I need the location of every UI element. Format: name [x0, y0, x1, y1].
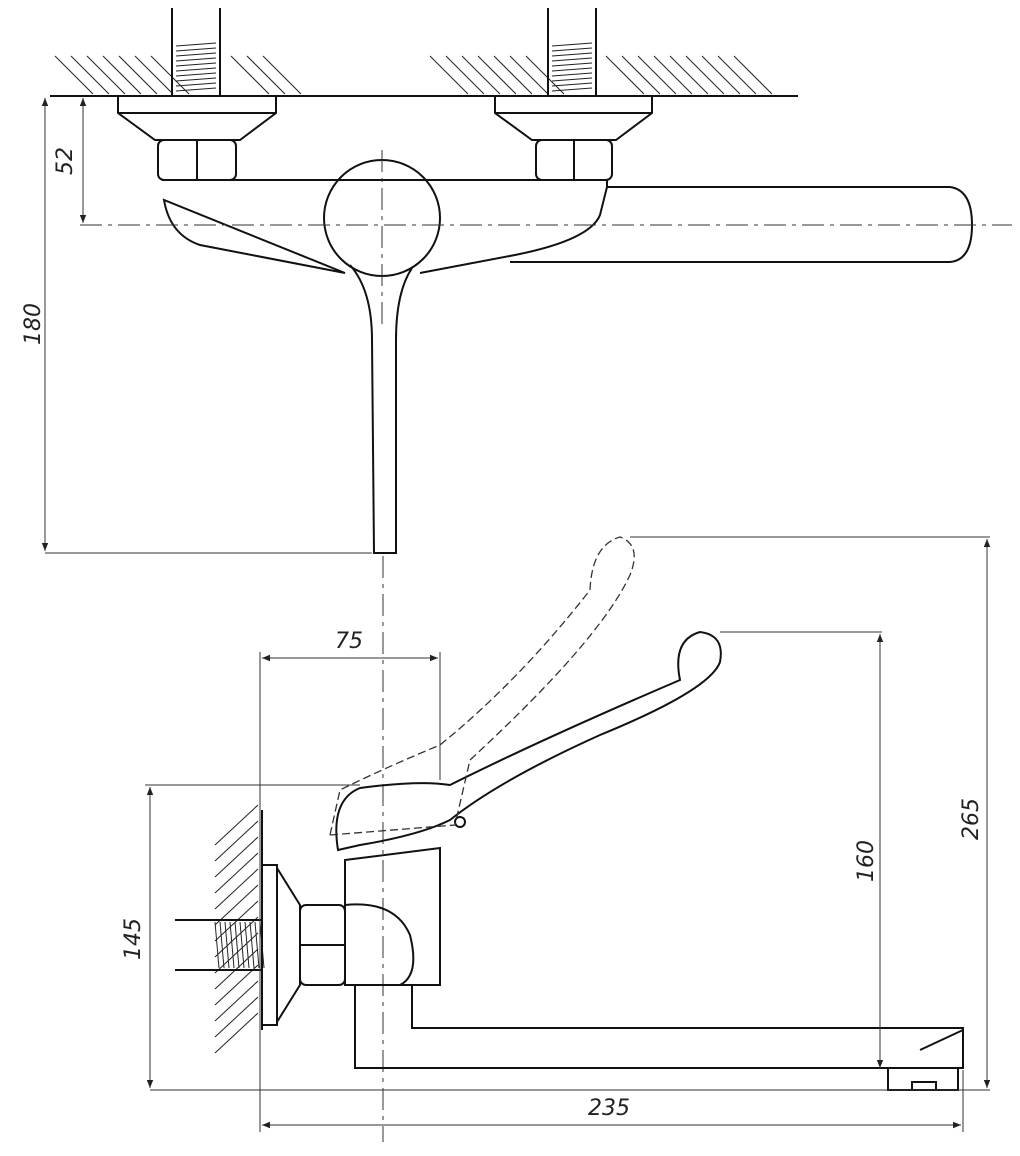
- hatch-line: [262, 55, 302, 95]
- nut-right: [535, 139, 613, 181]
- hatch-line: [214, 932, 259, 974]
- hatch-line: [230, 55, 270, 95]
- dim-label-265: 265: [959, 798, 984, 840]
- hatch-line: [150, 55, 190, 95]
- hatch-line: [70, 55, 110, 95]
- escutcheon-left: [117, 95, 277, 141]
- lever-top: [349, 264, 413, 554]
- hatch-line: [175, 77, 217, 82]
- hatch-line: [525, 55, 565, 95]
- hatch-line: [551, 62, 593, 67]
- hatch-line: [214, 921, 220, 969]
- spout-tip: [919, 1029, 964, 1051]
- hatch-line: [134, 55, 174, 95]
- dim-label-160: 160: [854, 840, 879, 882]
- hatch-line: [551, 42, 593, 47]
- hatch-line: [175, 57, 217, 62]
- hatch-line: [653, 55, 693, 95]
- dim-label-52: 52: [53, 147, 78, 175]
- hatch-line: [445, 55, 485, 95]
- hatch-line: [175, 67, 217, 72]
- hatch-line: [175, 47, 217, 52]
- hatch-line: [254, 921, 260, 969]
- supply-pipe-left: [171, 8, 221, 96]
- supply-pipe-side: [175, 919, 262, 971]
- hatch-line: [102, 55, 142, 95]
- hatch-line: [224, 921, 230, 969]
- hatch-line: [509, 55, 549, 95]
- lever-raised-phantom: [329, 536, 635, 836]
- escutcheon-right: [494, 95, 653, 141]
- hatch-line: [175, 82, 217, 87]
- body-curve: [344, 903, 415, 986]
- hatch-line: [214, 836, 259, 878]
- hatch-line: [244, 921, 250, 969]
- hatch-line: [214, 964, 259, 1006]
- hatch-line: [551, 77, 593, 82]
- hatch-line: [175, 62, 217, 67]
- hatch-line: [701, 55, 741, 95]
- hatch-line: [175, 87, 217, 92]
- hatch-line: [551, 52, 593, 57]
- hatch-line: [214, 980, 259, 1022]
- hatch-line: [249, 921, 255, 969]
- hatch-line: [214, 804, 259, 846]
- hatch-line: [621, 55, 661, 95]
- dim-label-75: 75: [335, 629, 363, 654]
- hatch-line: [685, 55, 725, 95]
- hatch-line: [219, 921, 225, 969]
- hatch-line: [239, 921, 245, 969]
- nut-side: [299, 904, 346, 986]
- hatch-line: [86, 55, 126, 95]
- hatch-line: [429, 55, 469, 95]
- hatch-line: [551, 47, 593, 52]
- dim-label-145: 145: [121, 918, 146, 960]
- hatch-line: [118, 55, 158, 95]
- hatch-line: [175, 72, 217, 77]
- top-view: 52 180: [21, 8, 1012, 554]
- hatch-line: [234, 921, 240, 969]
- hatch-line: [551, 87, 593, 92]
- lever-side: [335, 630, 722, 852]
- hatch-line: [551, 82, 593, 87]
- mixer-body: [162, 179, 608, 274]
- hatch-line: [175, 42, 217, 47]
- supply-pipe-right: [547, 8, 597, 96]
- hatch-line: [246, 55, 286, 95]
- hatch-line: [214, 884, 259, 926]
- mixer-body-side: [344, 846, 441, 986]
- aerator: [887, 1068, 959, 1091]
- hatch-line: [551, 72, 593, 77]
- dim-label-235: 235: [588, 1096, 630, 1121]
- side-view: 75 145 160 265 235: [121, 536, 991, 1142]
- spout-side: [354, 985, 964, 1069]
- hatch-line: [54, 55, 94, 95]
- lever-pin: [454, 816, 466, 828]
- hatch-line: [551, 57, 593, 62]
- dim-label-180: 180: [21, 303, 46, 345]
- hatch-line: [461, 55, 501, 95]
- escutcheon-side: [261, 864, 301, 1026]
- hatch-line: [214, 852, 259, 894]
- hatch-line: [637, 55, 677, 95]
- hatch-line: [551, 67, 593, 72]
- hatch-line: [175, 52, 217, 57]
- wall-hatching-side: [214, 804, 259, 1054]
- hatch-line: [493, 55, 533, 95]
- hatch-line: [214, 868, 259, 910]
- hatch-line: [733, 55, 773, 95]
- hatch-line: [605, 55, 645, 95]
- hatch-line: [214, 996, 259, 1038]
- hatch-line: [669, 55, 709, 95]
- hatch-line: [214, 1012, 259, 1054]
- nut-left: [157, 139, 237, 181]
- hatch-line: [214, 820, 259, 862]
- hatch-line: [229, 921, 235, 969]
- pipe-threads: [175, 42, 593, 92]
- hatch-line: [477, 55, 517, 95]
- wall-hatching: [54, 55, 773, 95]
- hatch-line: [717, 55, 757, 95]
